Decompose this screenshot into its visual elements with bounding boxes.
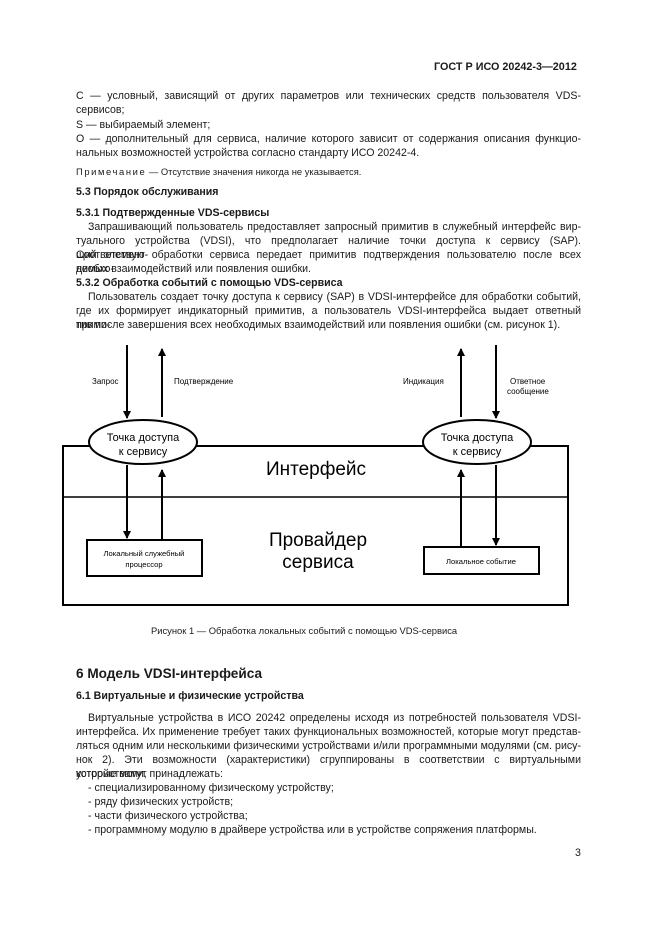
paragraph-line: димых взаимодействий или появления ошибк…: [76, 263, 312, 275]
label-response-2: сообщение: [507, 387, 549, 396]
subsection-title: 6.1 Виртуальные и физические устройства: [76, 690, 304, 702]
note-text: — Отсутствие значения никогда не указыва…: [146, 166, 362, 177]
sap-right-ellipse: [422, 419, 532, 465]
paragraph-line: нок 2). Эти возможности (характеристики)…: [76, 754, 581, 780]
note-label: Примечание: [76, 166, 147, 177]
local-event-label: Локальное событие: [446, 557, 516, 566]
sap-right-line1: Точка доступа: [441, 432, 514, 444]
local-processor-line1: Локальный служебный: [104, 549, 185, 558]
document-code: ГОСТ Р ИСО 20242-3—2012: [434, 61, 577, 73]
sap-left-line1: Точка доступа: [107, 432, 180, 444]
subsection-title: 5.3.2 Обработка событий с помощью VDS-се…: [76, 277, 343, 289]
label-response-1: Ответное: [510, 377, 546, 386]
subsection-title: 5.3.1 Подтвержденные VDS-сервисы: [76, 207, 270, 219]
def-o-line1: О — дополнительный для сервиса, наличие …: [76, 133, 581, 145]
paragraph-line: интерфейса. Их применение требует таких …: [76, 726, 581, 738]
list-item: - части физического устройства;: [88, 810, 248, 822]
list-item: - программному модулю в драйвере устройс…: [88, 824, 537, 836]
local-event-box: [423, 546, 540, 575]
label-confirm: Подтверждение: [174, 377, 234, 386]
list-item: - специализированному физическому устрой…: [88, 782, 334, 794]
paragraph-line: щий элемент обработки сервиса передает п…: [76, 249, 581, 275]
paragraph-line: тив после завершения всех необходимых вз…: [76, 319, 561, 331]
def-o-line2: нальных возможностей устройства согласно…: [76, 147, 420, 159]
chapter-title: 6 Модель VDSI-интерфейса: [76, 666, 263, 681]
interface-label: Интерфейс: [266, 459, 366, 480]
page-number: 3: [575, 847, 581, 859]
list-item: - ряду физических устройств;: [88, 796, 234, 808]
label-indication: Индикация: [403, 377, 444, 386]
paragraph-line: Пользователь создает точку доступа к сер…: [88, 291, 581, 303]
def-c-line1: С — условный, зависящий от других параме…: [76, 90, 581, 102]
sap-left-line2: к сервису: [119, 446, 168, 458]
sap-left-ellipse: [88, 419, 198, 465]
section-title: 5.3 Порядок обслуживания: [76, 186, 219, 198]
paragraph-line: Виртуальные устройства в ИСО 20242 опред…: [88, 712, 581, 724]
provider-label-1: Провайдер: [269, 530, 367, 551]
def-c-line2: сервисов;: [76, 104, 125, 116]
paragraph-line: которые могут принадлежать:: [76, 768, 223, 780]
figure-caption: Рисунок 1 — Обработка локальных событий …: [151, 625, 458, 636]
note: Примечание — Отсутствие значения никогда…: [76, 166, 361, 177]
local-processor-line2: процессор: [125, 560, 162, 569]
provider-label-2: сервиса: [282, 552, 354, 573]
paragraph-line: туального устройства (VDSI), что предпол…: [76, 235, 581, 261]
label-request: Запрос: [92, 377, 119, 386]
paragraph-line: ляться одним или несколькими физическими…: [76, 740, 581, 752]
paragraph-line: Запрашивающий пользователь предоставляет…: [88, 221, 581, 233]
paragraph-line: где их формирует индикаторный примитив, …: [76, 305, 581, 331]
sap-right-line2: к сервису: [453, 446, 502, 458]
diagram-frame: [62, 445, 569, 606]
local-processor-box: [86, 539, 203, 577]
def-s-line: S — выбираемый элемент;: [76, 119, 211, 131]
